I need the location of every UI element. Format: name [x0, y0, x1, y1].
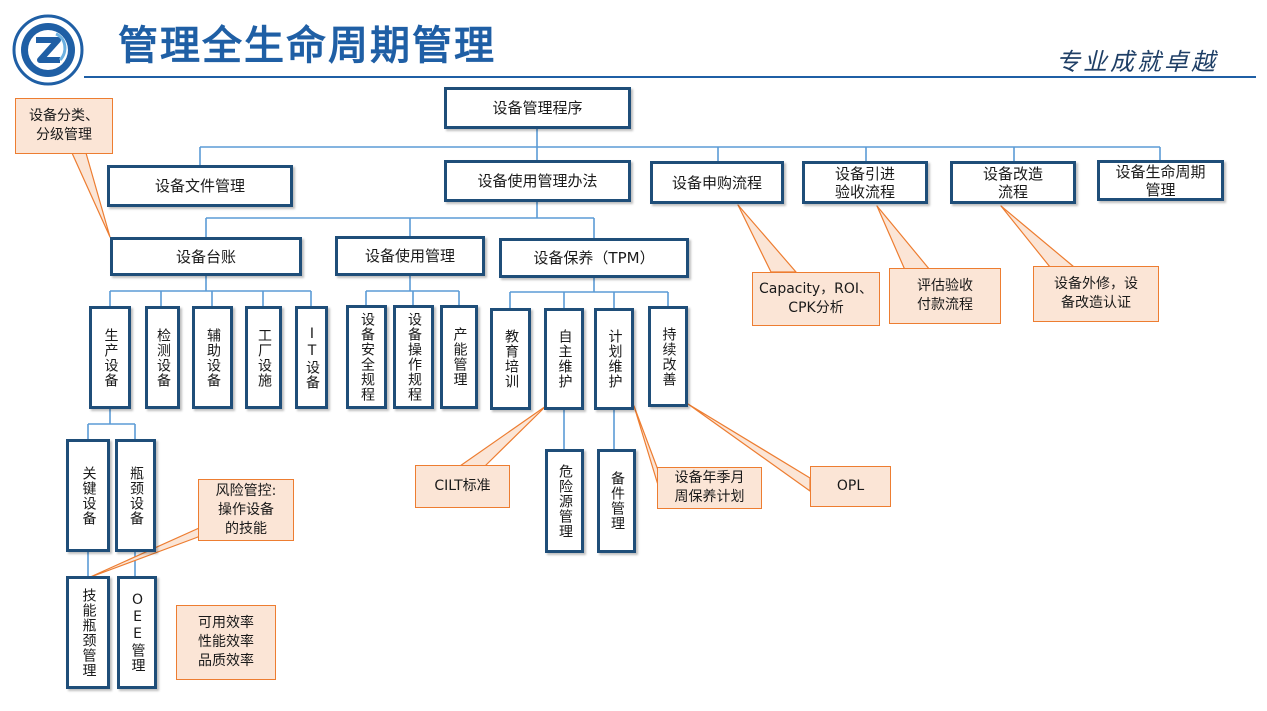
node-autonomous-maintenance: 自主维护: [544, 308, 584, 410]
node-usage-method: 设备使用管理办法: [444, 160, 631, 202]
callout-modification-certification: 设备外修，设 备改造认证: [1033, 266, 1159, 322]
node-spare-parts-management: 备件管理: [597, 449, 636, 553]
node-inspection-equipment: 检测设备: [145, 306, 180, 409]
node-equipment-ledger: 设备台账: [110, 237, 302, 276]
callout-oee-metrics: 可用效率 性能效率 品质效率: [176, 605, 276, 680]
node-key-equipment: 关键设备: [66, 439, 110, 552]
callout-acceptance-payment: 评估验收 付款流程: [889, 268, 1001, 324]
node-lifecycle-management: 设备生命周期 管理: [1097, 160, 1224, 201]
node-modification-process: 设备改造 流程: [950, 161, 1076, 204]
node-skill-bottleneck-management: 技能瓶颈管理: [66, 576, 110, 689]
company-logo: [12, 14, 84, 86]
node-acceptance-process: 设备引进 验收流程: [802, 161, 928, 204]
node-factory-facilities: 工厂设施: [245, 306, 282, 409]
node-bottleneck-equipment: 瓶颈设备: [115, 439, 156, 552]
node-auxiliary-equipment: 辅助设备: [192, 306, 233, 409]
node-hazard-management: 危险源管理: [545, 449, 584, 553]
node-planned-maintenance: 计划维护: [594, 308, 634, 410]
node-education-training: 教育培训: [490, 308, 531, 410]
node-oee-management: OEE管理: [117, 576, 157, 689]
callout-maintenance-plan: 设备年季月 周保养计划: [657, 467, 762, 509]
node-production-equipment: 生产设备: [89, 306, 131, 409]
node-continuous-improvement: 持续改善: [648, 306, 688, 407]
callout-cilt-standard: CILT标准: [415, 465, 510, 508]
node-tpm-maintenance: 设备保养（TPM）: [499, 238, 689, 278]
node-equipment-procedure: 设备管理程序: [444, 87, 631, 129]
node-operation-rules: 设备操作规程: [393, 305, 434, 409]
node-it-equipment: IT设备: [295, 306, 328, 409]
header-divider: [84, 76, 1256, 78]
callout-classification: 设备分类、 分级管理: [15, 98, 113, 154]
node-file-management: 设备文件管理: [107, 165, 293, 207]
node-purchase-process: 设备申购流程: [650, 161, 784, 204]
callout-risk-control: 风险管控: 操作设备 的技能: [198, 479, 294, 541]
slogan: 专业成就卓越: [1056, 48, 1218, 76]
callout-capacity-analysis: Capacity，ROI、 CPK分析: [752, 272, 880, 326]
node-safety-rules: 设备安全规程: [346, 305, 387, 409]
callout-opl: OPL: [810, 466, 891, 507]
node-usage-management: 设备使用管理: [335, 236, 485, 276]
node-capacity-management: 产能管理: [440, 305, 478, 409]
page-title: 管理全生命周期管理: [118, 23, 496, 69]
